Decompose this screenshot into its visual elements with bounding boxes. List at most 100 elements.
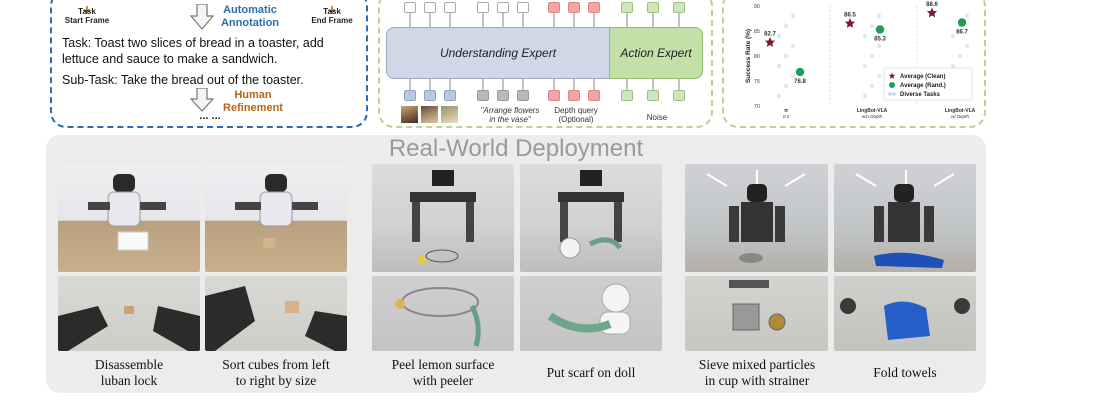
token <box>404 90 416 101</box>
depth-query-label: Depth query (Optional) <box>544 106 608 124</box>
caption-line: Disassemble <box>94 357 164 372</box>
legend-label: Average (Clean) <box>900 74 945 80</box>
robot-illustration <box>558 170 624 259</box>
human-ref-line2: Refinement <box>223 102 283 114</box>
noise-label: Noise <box>646 113 668 122</box>
task-text-line2: lettuce and sauce to make a sandwich. <box>62 52 278 66</box>
task-photo-front <box>58 164 200 272</box>
rand-point <box>795 67 805 77</box>
diverse-task-point <box>876 43 882 49</box>
token <box>477 2 489 13</box>
y-axis-label: Success Rate (%) <box>745 29 752 83</box>
legend-label: Diverse Tasks <box>900 92 941 98</box>
caption-line: in cup with strainer <box>704 373 810 388</box>
token <box>517 2 529 13</box>
task-photo-wrist <box>372 276 514 351</box>
token <box>548 2 560 13</box>
annotation-panel <box>50 0 368 128</box>
end-frame-marker-icon <box>327 0 337 13</box>
diverse-task-point <box>876 73 882 79</box>
diverse-task-point <box>876 13 882 19</box>
x-tick-label: π <box>784 108 788 114</box>
clean-value-label: 82.7 <box>764 32 776 38</box>
diverse-task-point <box>869 23 875 29</box>
instruction-label: "Arrange flowers in the vase" <box>470 106 550 124</box>
y-tick-label: 90 <box>754 4 760 10</box>
depth-query-line1: Depth query <box>554 106 598 115</box>
sieve-illustration <box>729 280 786 331</box>
robot-illustration <box>855 170 955 268</box>
task-photo-wrist <box>685 276 828 351</box>
task-caption: Disassemble luban lock <box>58 357 200 389</box>
understanding-expert-block: Understanding Expert <box>386 27 610 79</box>
task-photo-front <box>205 164 347 272</box>
task-photo-front <box>685 164 828 272</box>
diverse-task-point <box>950 33 956 39</box>
diverse-task-point <box>776 33 782 39</box>
towel-illustration <box>840 298 970 340</box>
token-connectors <box>409 13 680 27</box>
token <box>647 90 659 101</box>
instruction-line2: in the vase" <box>489 115 531 124</box>
token <box>497 90 509 101</box>
camera-image-thumbnail <box>401 106 418 123</box>
rand-point <box>875 25 885 34</box>
caption-line: Fold towels <box>873 365 937 380</box>
task-photo-wrist <box>58 276 200 351</box>
diverse-task-point <box>783 23 789 29</box>
diverse-task-point <box>783 83 789 89</box>
diverse-task-point <box>790 43 796 49</box>
task-caption: Fold towels <box>834 365 976 381</box>
understanding-expert-label: Understanding Expert <box>439 46 557 60</box>
y-tick-label: 85 <box>754 29 760 35</box>
caption-line: luban lock <box>100 373 158 388</box>
y-tick-label: 75 <box>754 79 760 85</box>
legend-diverse-marker <box>892 92 896 96</box>
task-photo-wrist <box>205 276 347 351</box>
task-photo-wrist <box>520 276 662 351</box>
task-end-line2: End Frame <box>311 16 353 25</box>
caption-line: to right by size <box>235 373 317 388</box>
diverse-task-point <box>862 93 868 99</box>
legend-label: Average (Rand.) <box>900 83 946 89</box>
task-caption: Sort cubes from left to right by size <box>200 357 352 389</box>
task-start-line2: Start Frame <box>64 16 110 25</box>
caption-line: Put scarf on doll <box>546 365 636 380</box>
task-end-label: Task End Frame <box>302 7 362 25</box>
token <box>568 2 580 13</box>
token <box>444 2 456 13</box>
token <box>568 90 580 101</box>
deployment-title: Real-World Deployment <box>388 135 644 162</box>
robot-illustration <box>235 174 318 248</box>
task-text-line1: Task: Toast two slices of bread in a toa… <box>62 36 324 50</box>
diverse-task-point <box>790 13 796 19</box>
x-tick-sublabel: w/o Depth <box>862 114 883 119</box>
down-arrow-icon <box>189 87 215 112</box>
diverse-task-point <box>869 83 875 89</box>
camera-image-thumbnail <box>421 106 438 123</box>
task-caption: Sieve mixed particles in cup with strain… <box>678 357 836 389</box>
rand-point <box>957 18 967 27</box>
strainer-illustration <box>395 287 481 347</box>
task-photo-front <box>834 164 976 272</box>
token <box>424 2 436 13</box>
y-tick-label: 70 <box>754 104 760 110</box>
caption-line: Sort cubes from left <box>222 357 330 372</box>
diverse-task-point <box>862 63 868 69</box>
diverse-task-point <box>862 33 868 39</box>
token <box>404 2 416 13</box>
diverse-task-point <box>964 43 970 49</box>
x-tick-sublabel: 0.5 <box>783 114 790 119</box>
task-photo-front <box>372 164 514 272</box>
task-end-line1: Task <box>323 7 341 16</box>
caption-line: with peeler <box>412 373 474 388</box>
token <box>673 90 685 101</box>
diverse-task-point <box>790 73 796 79</box>
y-tick-label: 80 <box>754 54 760 60</box>
human-ref-line1: Human <box>234 89 272 101</box>
task-caption: Peel lemon surface with peeler <box>366 357 520 389</box>
caption-line: Sieve mixed particles <box>698 357 816 372</box>
task-start-line1: Task <box>78 7 96 16</box>
gripper-illustration <box>58 306 200 351</box>
subtask-description: Sub-Task: Take the bread out of the toas… <box>62 73 304 87</box>
